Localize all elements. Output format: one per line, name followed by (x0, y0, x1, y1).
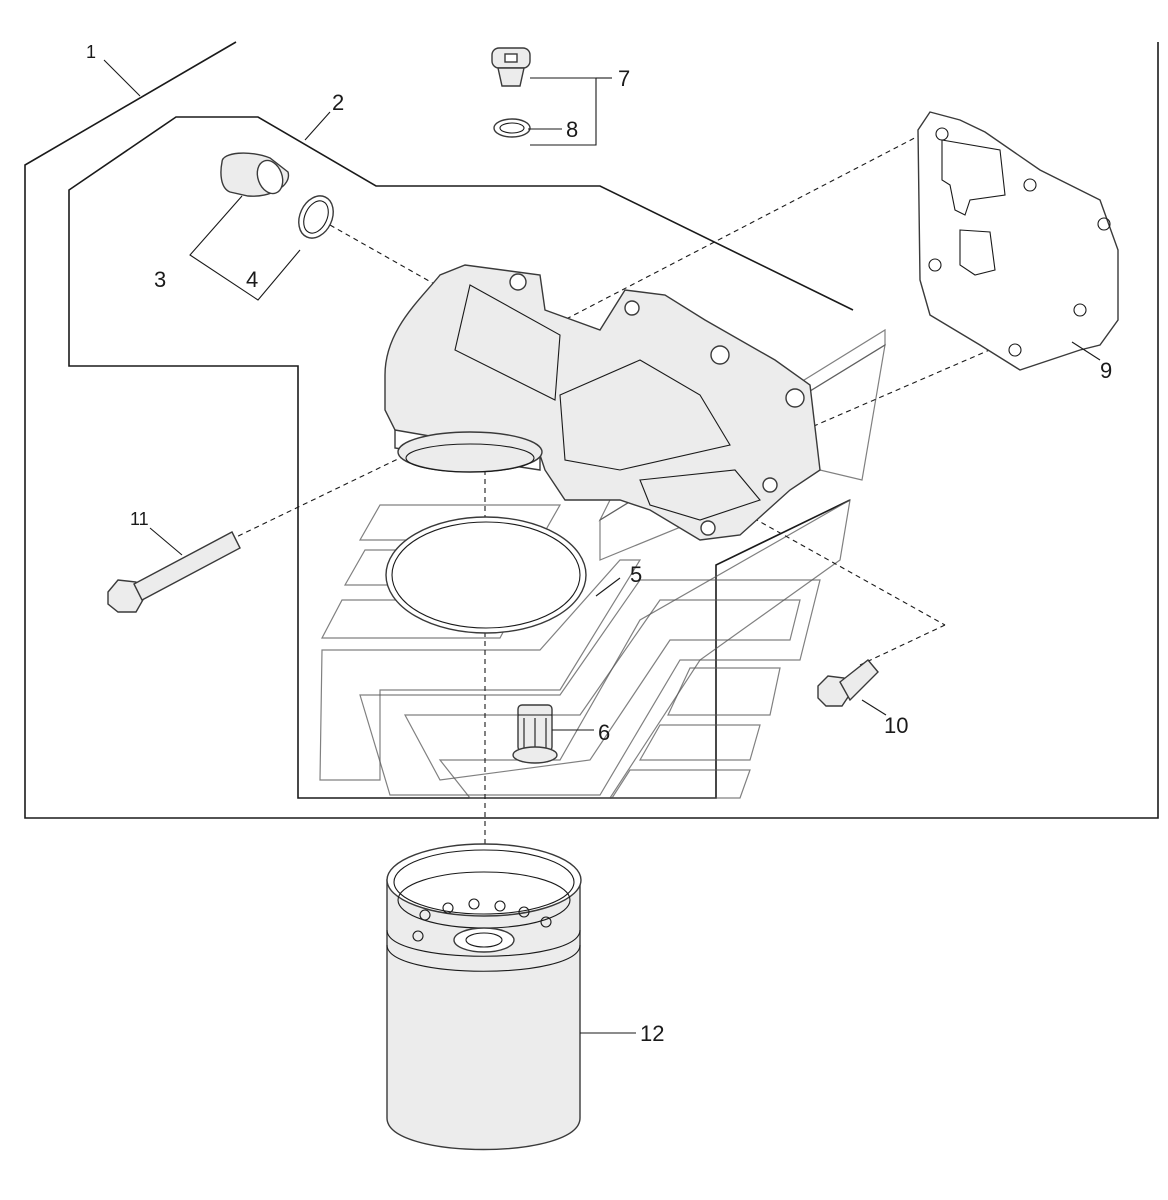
callout-4: 4 (246, 267, 258, 292)
plug-part-7 (491, 47, 531, 87)
callout-5: 5 (630, 562, 642, 587)
callout-9: 9 (1100, 358, 1112, 383)
bolt-part-11 (107, 531, 241, 613)
callout-1: 1 (86, 42, 96, 62)
sealing-ring-part-5 (385, 516, 587, 634)
relief-valve-part-6 (512, 704, 558, 764)
callout-11: 11 (130, 509, 149, 529)
callout-12: 12 (640, 1021, 664, 1046)
bolt-part-10 (817, 659, 879, 707)
o-ring-part-8 (493, 118, 531, 138)
watermark-logo (319, 328, 886, 799)
callout-7: 7 (618, 66, 630, 91)
callout-2: 2 (332, 90, 344, 115)
oil-filter-part-12 (386, 843, 582, 1151)
assembly-frame-1 (24, 41, 1159, 819)
assembly-frame-2 (68, 116, 854, 799)
gasket-plate-part-9 (917, 111, 1119, 371)
callout-10: 10 (884, 713, 908, 738)
callout-labels: 1 2 3 4 5 6 7 8 9 10 11 12 (86, 42, 1112, 1046)
leader-lines (103, 59, 1101, 1034)
plug-fitting-part-3 (220, 152, 290, 197)
filter-housing-part-2 (384, 264, 821, 541)
o-ring-part-4 (298, 195, 334, 239)
callout-3: 3 (154, 267, 166, 292)
callout-8: 8 (566, 117, 578, 142)
callout-6: 6 (598, 720, 610, 745)
